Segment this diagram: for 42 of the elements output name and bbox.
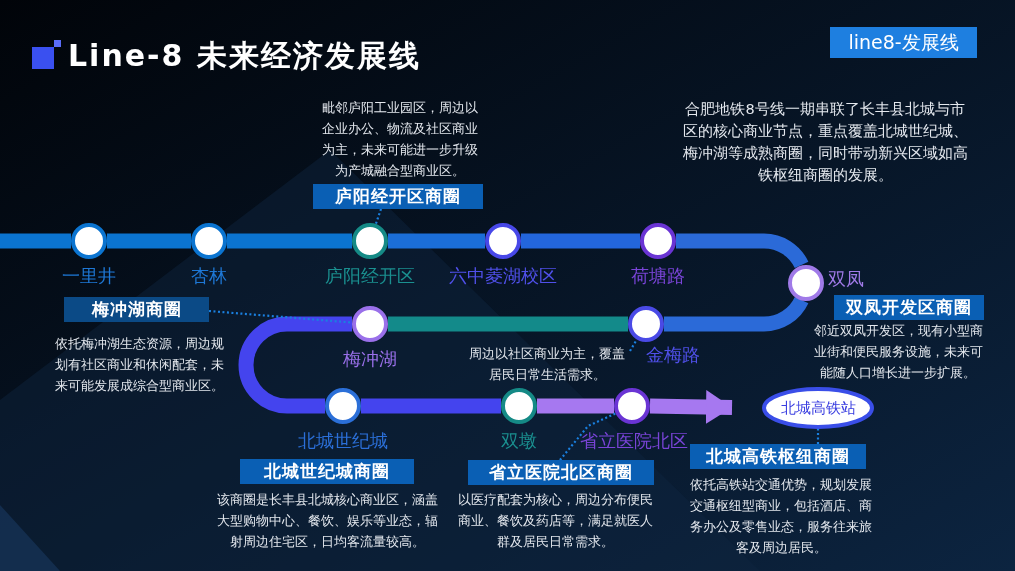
- station-name: 梅冲湖: [342, 348, 398, 370]
- track-segment: [521, 233, 640, 249]
- intro-text: 合肥地铁8号线一期串联了长丰县北城与市区的核心商业节点，重点覆盖北城世纪城、梅冲湖等成熟商圈，同时带动新兴区域如高铁枢纽商圈的发展。: [681, 100, 969, 185]
- leader-line: [629, 338, 638, 352]
- district-heading: 省立医院北区商圈: [468, 460, 654, 485]
- station-name: 庐阳经开区: [324, 265, 416, 287]
- district-heading: 北城高铁枢纽商圈: [690, 444, 866, 469]
- station-name: 省立医院北区: [580, 430, 688, 452]
- track-segment: [388, 233, 485, 249]
- district-heading: 庐阳经开区商圈: [313, 184, 483, 209]
- district-description: 以医疗配套为核心，周边分布便民商业、餐饮及药店等，满足就医人群及居民日常需求。: [456, 491, 654, 551]
- track-segment: [107, 233, 191, 249]
- station-name: 双墩: [500, 430, 538, 452]
- district-heading: 双凤开发区商圈: [834, 295, 984, 320]
- station-name: 北城高铁站: [779, 398, 857, 418]
- district-heading: 北城世纪城商圈: [240, 459, 414, 484]
- district-description: 该商圈是长丰县北城核心商业区，涵盖大型购物中心、餐饮、娱乐等业态，辐射周边住宅区，日均客流量较高。: [215, 491, 439, 551]
- track-segment: [361, 398, 501, 414]
- line-badge: line8-发展线: [830, 27, 977, 58]
- track-segment: [238, 316, 352, 414]
- station-name: 一里井: [61, 265, 117, 287]
- district-heading: 梅冲湖商圈: [64, 297, 209, 322]
- district-description: 毗邻庐阳工业园区，周边以企业办公、物流及社区商业为主，未来可能进一步升级为产城融合型商业区。: [321, 99, 479, 180]
- leader-line: [374, 208, 383, 225]
- district-description: 依托梅冲湖生态资源，周边规划有社区商业和休闲配套，未来可能发展成综合型商业区。: [53, 335, 225, 395]
- track-arrow: [649, 389, 733, 424]
- station-name: 金梅路: [646, 344, 700, 366]
- title: Line-8 未来经济发展线: [68, 37, 421, 75]
- district-description: 依托高铁站交通优势，规划发展交通枢纽型商业，包括酒店、商务办公及零售业态，服务往来旅客及周边居民。: [690, 476, 872, 557]
- track-segment: [227, 233, 352, 249]
- track-segment: [388, 316, 628, 332]
- track-segment: [0, 233, 71, 249]
- leader-line: [816, 429, 820, 444]
- station-name: 荷塘路: [630, 265, 686, 287]
- station-name: 六中菱湖校区: [448, 265, 558, 287]
- station-name: 北城世纪城: [297, 430, 389, 452]
- station-name: 杏林: [190, 265, 228, 287]
- track-segment: [537, 398, 614, 414]
- station-name: 双凤: [827, 267, 864, 290]
- district-description: 周边以社区商业为主，覆盖居民日常生活需求。: [468, 345, 626, 384]
- leader-line: [559, 412, 617, 461]
- district-description: 邻近双凤开发区，现有小型商业街和便民服务设施，未来可能随人口增长进一步扩展。: [812, 322, 984, 382]
